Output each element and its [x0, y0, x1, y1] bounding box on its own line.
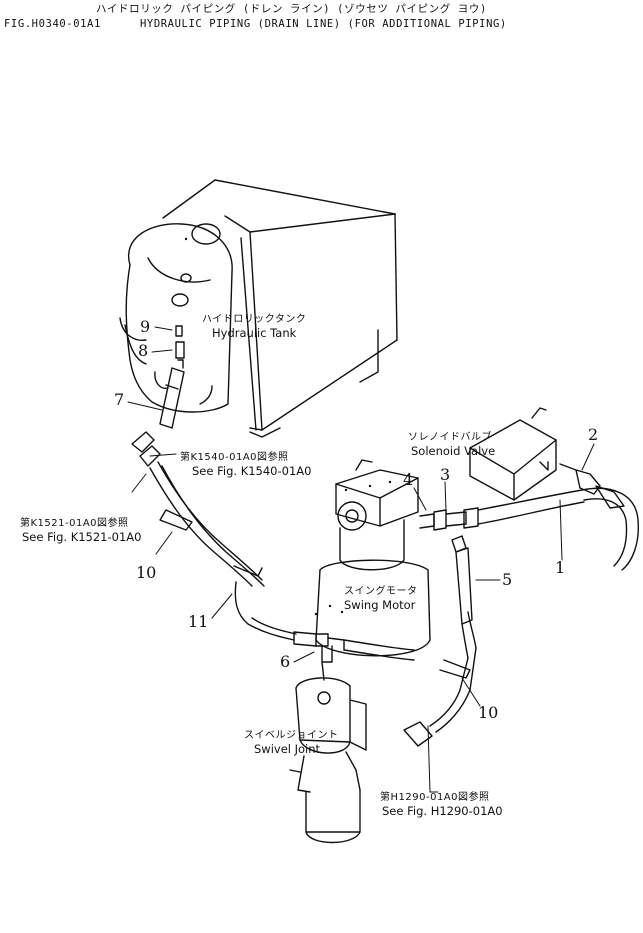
part-number-1: 1 [555, 558, 566, 577]
swing-motor-body [316, 460, 430, 656]
ref-k1540-en: See Fig. K1540-01A0 [192, 464, 312, 478]
hydraulic-tank-block [120, 180, 397, 437]
hydraulic-tank-label-en: Hydraulic Tank [212, 326, 297, 340]
header-title-jp: ハイドロリック パイピング (ドレン ライン) (ゾウセツ パイピング ヨウ) [96, 3, 487, 15]
swing-motor-label-en: Swing Motor [344, 598, 416, 612]
part-number-2: 2 [588, 425, 599, 444]
header-title-en: HYDRAULIC PIPING (DRAIN LINE) (FOR ADDIT… [140, 18, 507, 30]
header-fig-code: FIG.H0340-01A1 [4, 18, 101, 30]
left-drain-hose [132, 432, 316, 646]
tank-drain-fittings [160, 326, 184, 428]
tee-fitting-6 [316, 634, 414, 680]
part-number-4: 4 [403, 470, 414, 489]
part-number-8: 8 [138, 341, 149, 360]
part-number-6: 6 [280, 652, 291, 671]
solenoid-valve-label-en: Solenoid Valve [411, 444, 496, 458]
swing-motor-label-jp: スイングモータ [344, 586, 418, 597]
part-number-3: 3 [440, 465, 451, 484]
ref-h1290-en: See Fig. H1290-01A0 [382, 804, 503, 818]
stipple-marks [184, 237, 392, 616]
solenoid-valve-body [470, 408, 556, 500]
solenoid-valve-label-jp: ソレノイドバルブ [408, 432, 492, 443]
leader-lines [128, 327, 594, 792]
ref-h1290-jp: 第H1290-01A0図参照 [380, 792, 490, 803]
motor-to-valve-hose [420, 464, 638, 570]
part-number-7: 7 [114, 390, 125, 409]
part-number-9: 9 [140, 317, 151, 336]
part-number-10-right: 10 [478, 703, 499, 722]
part-number-10-left: 10 [136, 563, 157, 582]
swivel-joint-body [290, 678, 366, 843]
hydraulic-tank-label-jp: ハイドロリックタンク [202, 314, 307, 325]
swivel-joint-label-en: Swivel Joint [254, 742, 321, 756]
swivel-joint-label-jp: スイベルジョイント [244, 730, 339, 741]
part-number-5: 5 [502, 570, 513, 589]
ref-k1521-jp: 第K1521-01A0図参照 [20, 518, 129, 529]
ref-k1521-en: See Fig. K1521-01A0 [22, 530, 142, 544]
part-number-11: 11 [188, 612, 209, 631]
motor-drain-hose-5 [404, 536, 476, 746]
ref-k1540-jp: 第K1540-01A0図参照 [180, 452, 289, 463]
